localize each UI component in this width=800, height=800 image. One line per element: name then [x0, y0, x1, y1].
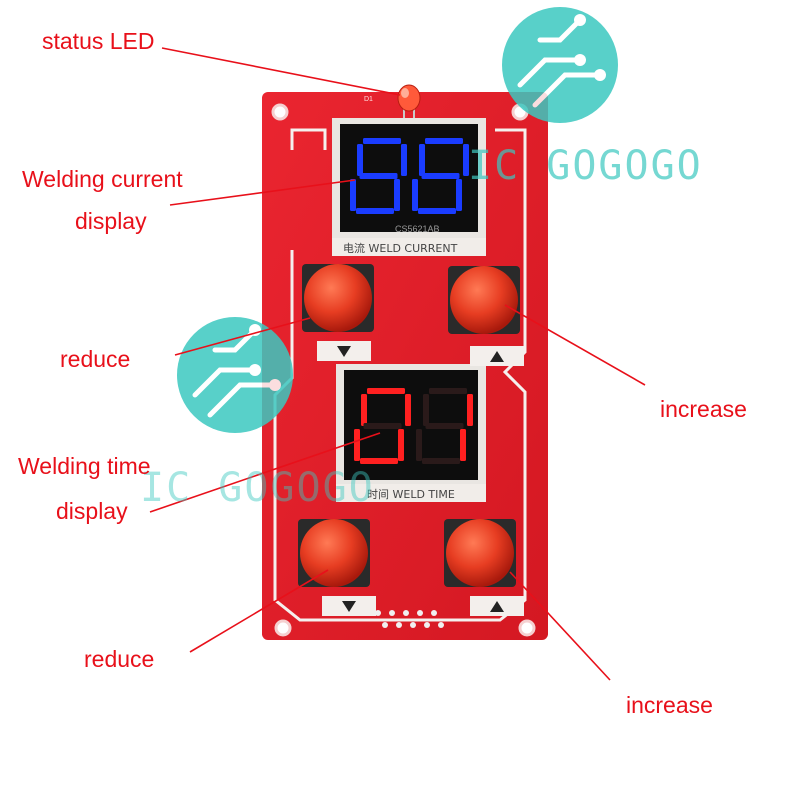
welding-time-label-line1: Welding time: [18, 453, 151, 479]
segment-e: [412, 179, 418, 211]
segment-f: [357, 144, 363, 176]
reduce-current-button[interactable]: [302, 264, 374, 361]
segment-c: [460, 429, 466, 461]
status-led-label: status LED: [42, 28, 155, 54]
arrow-down-icon: [342, 601, 356, 612]
segment-b: [467, 394, 473, 426]
status-led: [397, 84, 421, 118]
arrow-down-icon: [337, 346, 351, 357]
led-ref-label: D1: [364, 96, 373, 103]
segment-g: [363, 423, 402, 429]
reduce-bottom-label: reduce: [84, 646, 155, 672]
segment-f: [423, 394, 429, 426]
watermark-logo-top: [502, 7, 618, 123]
segment-g: [425, 423, 464, 429]
welding-time-label-line2: display: [56, 498, 128, 524]
segment-e: [354, 429, 360, 461]
mounting-holes: [271, 103, 536, 637]
segment-d: [422, 458, 460, 464]
segment-b: [405, 394, 411, 426]
welding-current-label-line2: display: [75, 208, 147, 234]
reduce-time-button[interactable]: [298, 519, 376, 616]
watermark-text-mid: IC GOGOGO: [140, 465, 375, 511]
digit-1: [416, 388, 473, 464]
segment-e: [416, 429, 422, 461]
segment-d: [356, 208, 394, 214]
arrow-up-icon: [490, 351, 504, 362]
segment-a: [425, 138, 463, 144]
button-cap: [446, 519, 514, 587]
reduce-top-label: reduce: [60, 346, 131, 372]
increase-bottom-label: increase: [626, 692, 713, 718]
segment-e: [350, 179, 356, 211]
button-cap: [304, 264, 372, 332]
button-cap: [450, 266, 518, 334]
part-number-label: CS5621AB: [395, 224, 440, 234]
digit-0: [350, 138, 407, 214]
watermark-logo-mid: [177, 317, 293, 433]
current-caption-plate: [332, 238, 486, 256]
button-cap: [300, 519, 368, 587]
segment-c: [394, 179, 400, 211]
segment-a: [429, 388, 467, 394]
digit-1: [412, 138, 469, 214]
button-group: [298, 264, 524, 616]
segment-b: [401, 144, 407, 176]
segment-a: [367, 388, 405, 394]
time-caption-plate: [336, 484, 486, 502]
increase-top-label: increase: [660, 396, 747, 422]
arrow-up-icon: [490, 601, 504, 612]
segment-f: [361, 394, 367, 426]
current-caption: 电流 WELD CURRENT: [343, 241, 458, 255]
increase-time-button[interactable]: [444, 519, 524, 616]
watermark-text-top: IC GOGOGO: [468, 143, 703, 189]
segment-g: [421, 173, 460, 179]
welding-current-label-line1: Welding current: [22, 166, 183, 192]
segment-d: [360, 458, 398, 464]
segment-f: [419, 144, 425, 176]
segment-d: [418, 208, 456, 214]
segment-c: [398, 429, 404, 461]
increase-current-button[interactable]: [448, 266, 524, 366]
segment-b: [463, 144, 469, 176]
annotation-lines: [149, 47, 646, 681]
current-digit-group: [350, 138, 469, 214]
segment-a: [363, 138, 401, 144]
segment-g: [359, 173, 398, 179]
connector-pins: [375, 610, 444, 628]
segment-c: [456, 179, 462, 211]
time-caption: 时间 WELD TIME: [367, 488, 455, 501]
time-digit-group: [354, 388, 473, 464]
digit-0: [354, 388, 411, 464]
